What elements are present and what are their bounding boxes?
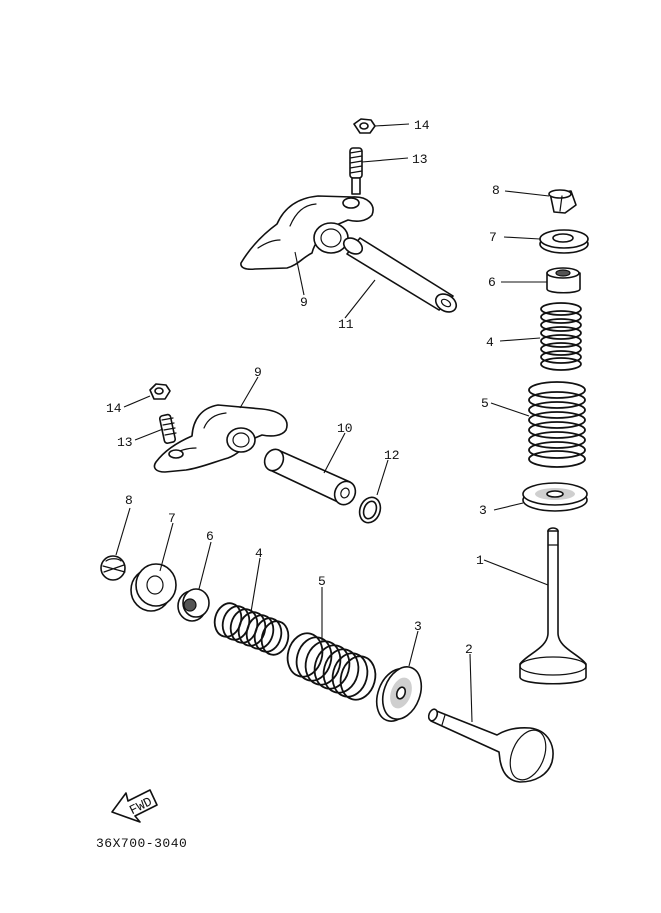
forward-direction-arrow: FWD — [111, 789, 158, 823]
left-inner-spring — [213, 602, 290, 656]
upper-rocker-shaft — [342, 237, 458, 313]
o-ring — [358, 496, 382, 524]
lower-rocker-shaft — [263, 448, 357, 506]
lower-lock-nut — [149, 383, 171, 400]
callout-right-valve: 1 — [476, 553, 484, 568]
callout-left-cotter: 8 — [125, 493, 133, 508]
upper-lock-nut — [353, 118, 376, 134]
right-outer-spring — [528, 381, 586, 468]
right-valve-seal — [546, 267, 581, 294]
leader-lines — [115, 123, 550, 723]
left-outer-spring — [286, 632, 377, 701]
callout-lower-adjuster: 13 — [117, 435, 133, 450]
callout-right-retainer: 7 — [489, 230, 497, 245]
callout-lower-nut: 14 — [106, 401, 122, 416]
left-valve — [427, 708, 554, 783]
callout-lower-rocker-shaft: 10 — [337, 421, 353, 436]
right-inner-spring — [540, 302, 582, 371]
right-valve-cotter — [548, 189, 577, 214]
callout-right-seal: 6 — [488, 275, 496, 290]
callout-lower-rocker-arm: 9 — [254, 365, 262, 380]
callout-right-cotter: 8 — [492, 183, 500, 198]
callout-right-seat: 3 — [479, 503, 487, 518]
upper-rocker-arm — [240, 195, 374, 271]
callout-left-seat: 3 — [414, 619, 422, 634]
left-spring-seat — [375, 666, 423, 722]
callout-upper-rocker-shaft: 11 — [338, 317, 354, 332]
callout-upper-rocker-arm: 9 — [300, 295, 308, 310]
upper-adjusting-screw — [349, 147, 363, 195]
lower-adjusting-screw — [158, 413, 177, 444]
callout-o-ring: 12 — [384, 448, 400, 463]
right-spring-retainer — [539, 229, 589, 254]
callout-left-inner-spring: 4 — [255, 546, 263, 561]
callout-right-outer-spring: 5 — [481, 396, 489, 411]
callout-left-retainer: 7 — [168, 511, 176, 526]
diagram-reference-code: 36X700-3040 — [96, 836, 187, 851]
lower-rocker-arm — [153, 404, 288, 473]
callout-left-valve: 2 — [465, 642, 473, 657]
callout-right-inner-spring: 4 — [486, 335, 494, 350]
right-spring-seat — [522, 482, 588, 512]
callout-numbers: 14 13 9 11 8 7 6 4 5 3 1 9 14 13 10 12 8… — [106, 118, 500, 657]
callout-left-seal: 6 — [206, 529, 214, 544]
callout-upper-adjuster: 13 — [412, 152, 428, 167]
left-valve-cotter — [100, 555, 126, 581]
callout-upper-nut: 14 — [414, 118, 430, 133]
right-valve — [519, 527, 587, 685]
callout-left-outer-spring: 5 — [318, 574, 326, 589]
left-spring-retainer — [130, 563, 177, 612]
left-valve-seal — [177, 588, 210, 622]
